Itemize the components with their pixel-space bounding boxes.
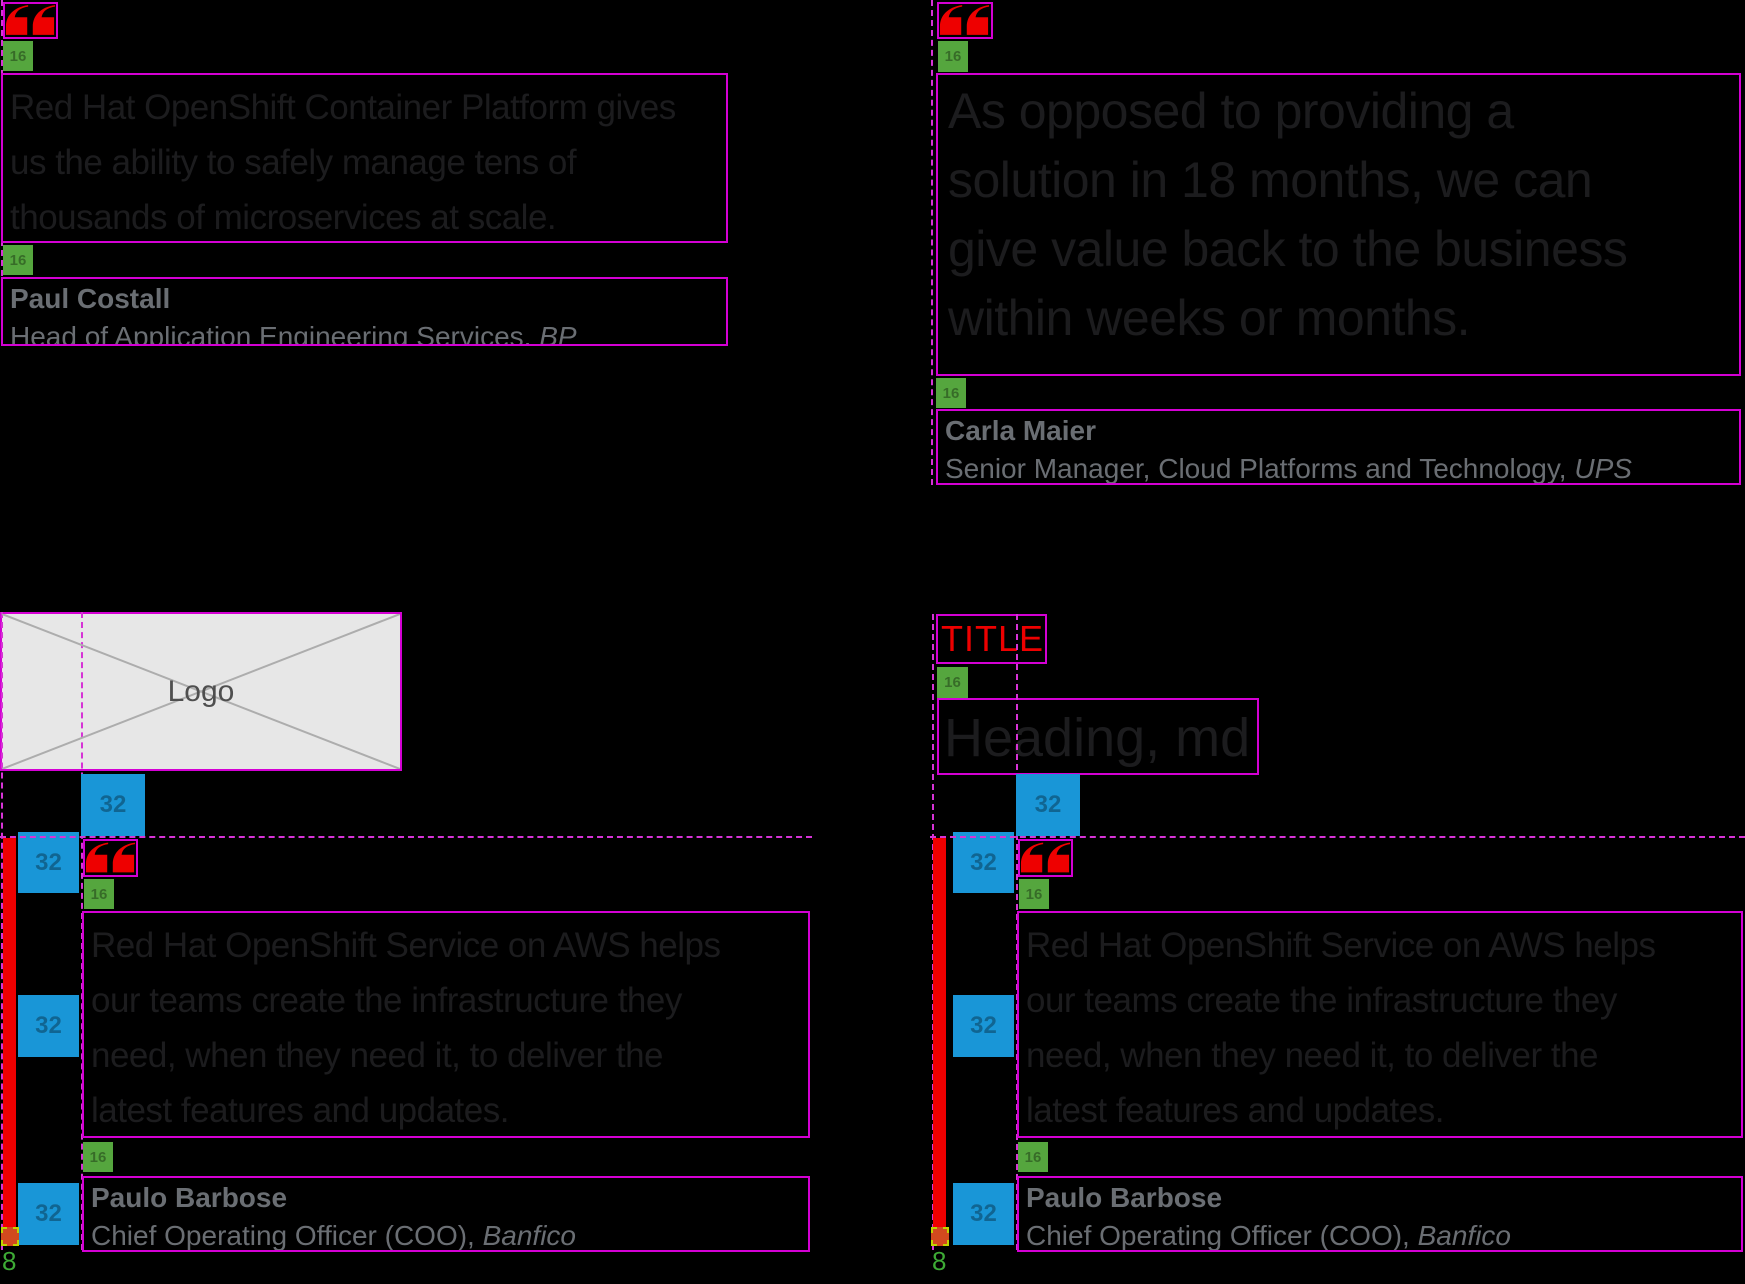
spacer-16: 16 — [1019, 879, 1049, 909]
logo-placeholder: Logo — [0, 612, 402, 771]
quote-line: us the ability to safely manage tens of — [10, 143, 577, 182]
spacer-32: 32 — [953, 832, 1014, 893]
quote-line: our teams create the infrastructure they — [1026, 981, 1617, 1020]
spacer-32: 32 — [81, 774, 145, 836]
quote-text: Red Hat OpenShift Container Platform giv… — [1, 73, 728, 243]
spacer-32: 32 — [953, 1183, 1014, 1245]
quote-icon-bounds — [1018, 839, 1073, 877]
attribution-role: Senior Manager, Cloud Platforms and Tech… — [945, 453, 1632, 484]
margin-bar — [3, 838, 16, 1245]
spacer-32: 32 — [1016, 774, 1080, 836]
spacer-8-marker — [1, 1227, 19, 1246]
quote-text: As opposed to providing a solution in 18… — [936, 73, 1741, 376]
quote-line: within weeks or months. — [948, 290, 1471, 346]
quote-icon — [85, 842, 135, 873]
spacer-16: 16 — [83, 1142, 113, 1172]
attribution-org: Banfico — [1417, 1220, 1512, 1251]
margin-bar — [933, 838, 946, 1245]
spacer-16: 16 — [938, 41, 968, 72]
guide-line-vertical — [931, 0, 933, 485]
eyebrow-title: TITLE — [936, 614, 1047, 664]
attribution: Carla Maier Senior Manager, Cloud Platfo… — [936, 409, 1741, 485]
spacer-8-label: 8 — [932, 1246, 947, 1276]
quote-icon — [5, 5, 55, 35]
attribution-org: BP — [539, 321, 577, 346]
spacer-8-label: 8 — [2, 1246, 17, 1276]
attribution: Paulo Barbose Chief Operating Officer (C… — [82, 1176, 810, 1252]
quote-line: Red Hat OpenShift Service on AWS helps — [91, 926, 721, 965]
spacer-16: 16 — [1018, 1142, 1048, 1172]
attribution-role: Head of Application Engineering Services… — [10, 318, 719, 346]
attribution-role: Chief Operating Officer (COO), Banfico — [91, 1220, 577, 1251]
quote-icon-bounds — [937, 2, 993, 39]
attribution-org: UPS — [1574, 453, 1632, 484]
spacer-16: 16 — [937, 667, 968, 698]
quote-line: latest features and updates. — [91, 1091, 509, 1130]
quote-line: Red Hat OpenShift Container Platform giv… — [10, 88, 676, 127]
spacer-16: 16 — [3, 41, 33, 71]
attribution-name: Carla Maier — [945, 415, 1096, 446]
spacer-16: 16 — [936, 378, 966, 408]
spacer-32: 32 — [953, 995, 1014, 1057]
spacer-32: 32 — [18, 1183, 79, 1245]
spacer-16: 16 — [84, 879, 114, 909]
attribution-name: Paul Costall — [10, 283, 171, 314]
attribution: Paulo Barbose Chief Operating Officer (C… — [1017, 1176, 1743, 1252]
spacer-8-marker — [931, 1227, 949, 1246]
guide-line-vertical — [1, 612, 3, 1250]
spacer-32: 32 — [18, 832, 79, 893]
quote-icon-bounds — [3, 2, 58, 39]
quote-line: need, when they need it, to deliver the — [1026, 1036, 1599, 1075]
quote-line: give value back to the business — [948, 221, 1628, 277]
guide-line-horizontal — [930, 836, 1745, 838]
attribution-role: Chief Operating Officer (COO), Banfico — [1026, 1220, 1512, 1251]
quote-icon — [939, 5, 989, 35]
quote-text: Red Hat OpenShift Service on AWS helps o… — [1017, 911, 1743, 1138]
placeholder-cross-icon — [2, 614, 400, 769]
quote-icon-bounds — [83, 839, 138, 877]
logo-label: Logo — [167, 674, 235, 708]
attribution: Paul Costall Head of Application Enginee… — [1, 277, 728, 346]
quote-line: As opposed to providing a — [948, 83, 1514, 139]
guide-line-horizontal — [0, 836, 812, 838]
attribution-org: Banfico — [482, 1220, 577, 1251]
spacer-16: 16 — [3, 245, 33, 275]
attribution-name: Paulo Barbose — [91, 1182, 288, 1213]
quote-line: need, when they need it, to deliver the — [91, 1036, 664, 1075]
quote-line: thousands of microservices at scale. — [10, 198, 557, 237]
quote-text: Red Hat OpenShift Service on AWS helps o… — [82, 911, 810, 1138]
quote-line: latest features and updates. — [1026, 1091, 1444, 1130]
quote-line: solution in 18 months, we can — [948, 152, 1593, 208]
spacer-32: 32 — [18, 995, 79, 1057]
quote-icon — [1020, 842, 1070, 873]
attribution-name: Paulo Barbose — [1026, 1182, 1223, 1213]
quote-line: our teams create the infrastructure they — [91, 981, 682, 1020]
quote-line: Red Hat OpenShift Service on AWS helps — [1026, 926, 1656, 965]
heading: Heading, md — [937, 698, 1259, 775]
